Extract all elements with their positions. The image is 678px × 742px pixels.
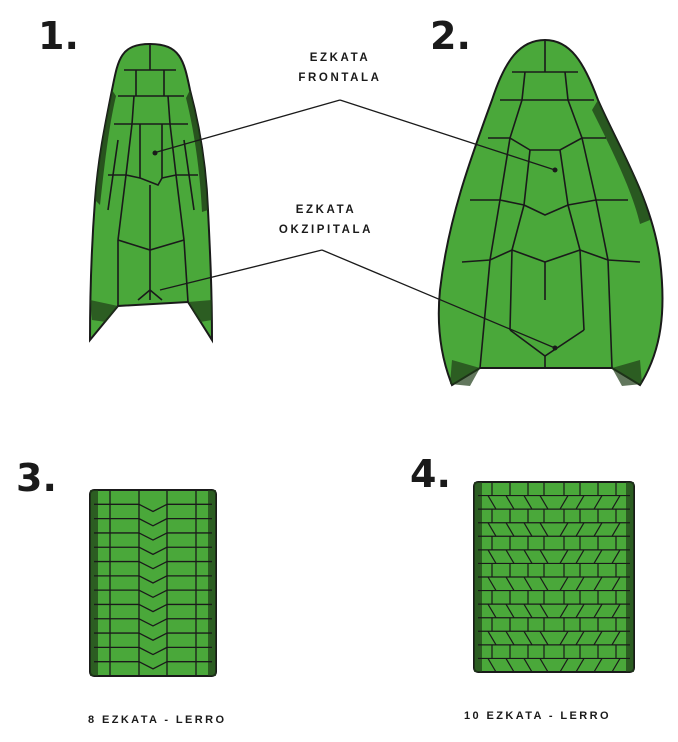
caption-10-rows: 10 EZKATA - LERRO (464, 710, 611, 722)
head-narrow (90, 44, 212, 340)
head-broad (439, 40, 663, 386)
occipital-label-line2: OKZIPITALA (256, 220, 396, 240)
figure-number-4: 4. (410, 452, 451, 496)
head-narrow-shape (90, 44, 212, 340)
figure-number-2: 2. (430, 14, 471, 58)
frontal-label-line1: EZKATA (270, 48, 410, 68)
figure-number-1: 1. (38, 14, 79, 58)
frontal-label-line2: FRONTALA (270, 68, 410, 88)
occipital-scale-label: EZKATA OKZIPITALA (256, 200, 396, 240)
scale-rows-10 (474, 482, 634, 672)
occipital-label-line1: EZKATA (256, 200, 396, 220)
figure-number-3: 3. (16, 456, 57, 500)
frontal-scale-label: EZKATA FRONTALA (270, 48, 410, 88)
scale-rows-8 (90, 490, 216, 676)
caption-8-rows: 8 EZKATA - LERRO (88, 714, 226, 726)
